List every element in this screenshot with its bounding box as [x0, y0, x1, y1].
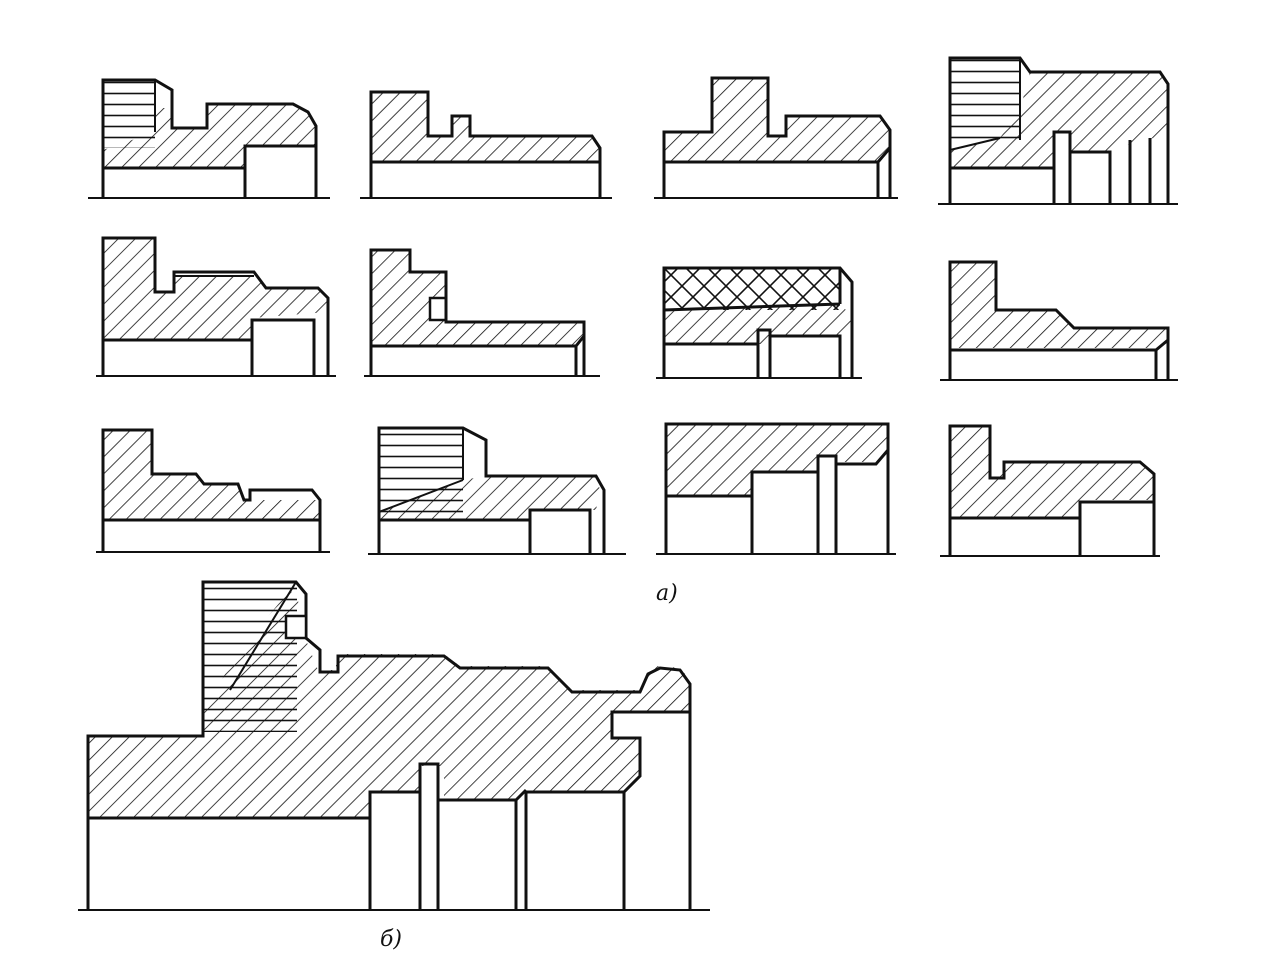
profile-r2-c4 [940, 260, 1178, 381]
caption-b: б) [380, 927, 402, 952]
profile-r2-c1 [96, 236, 336, 377]
profile-r3-c4 [940, 424, 1160, 557]
profile-r2-c2 [364, 248, 600, 377]
profile-r1-c4 [938, 56, 1178, 205]
profile-r3-c1 [96, 428, 330, 553]
caption-a: a) [656, 581, 678, 606]
profile-r3-c2 [368, 426, 626, 555]
profile-r1-c2 [360, 90, 612, 199]
profile-r3-c3 [656, 422, 896, 555]
profile-large-b [78, 580, 710, 911]
profile-r1-c1 [88, 78, 330, 199]
profile-r2-c3 [656, 266, 862, 379]
profile-r1-c3 [654, 76, 898, 199]
